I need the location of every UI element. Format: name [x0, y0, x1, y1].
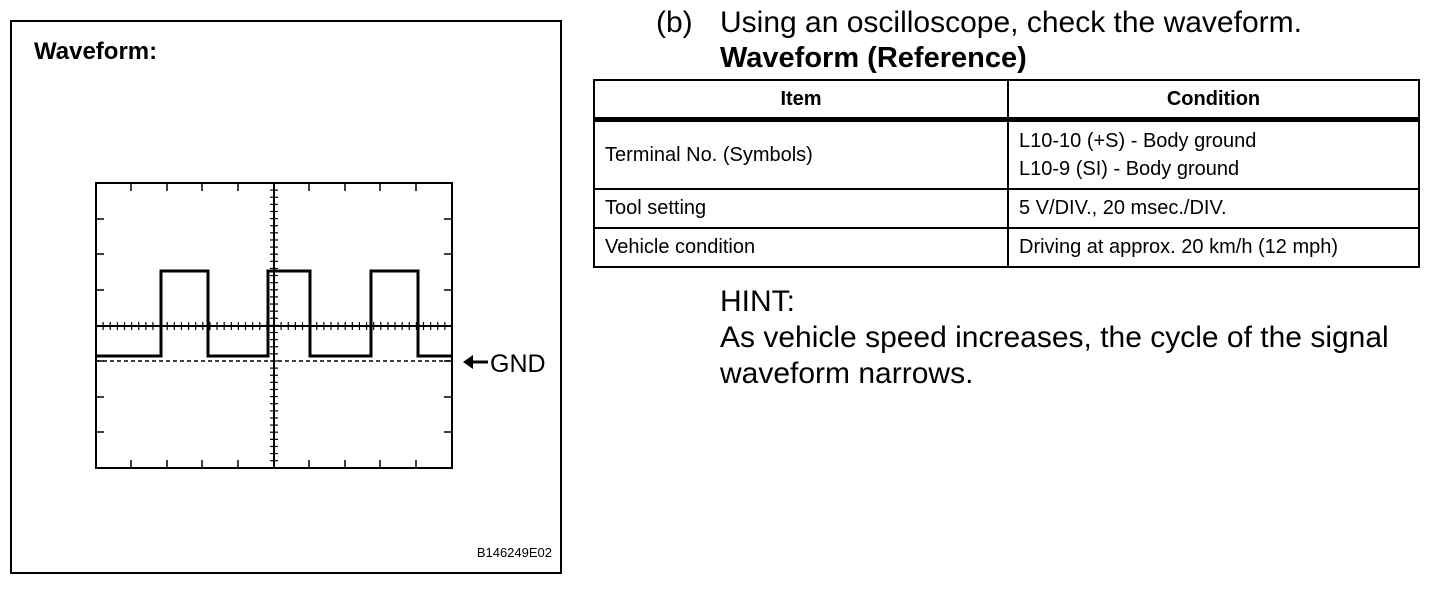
waveform-figure: Waveform: [10, 20, 562, 574]
square-wave-signal [96, 269, 452, 358]
figure-title: Waveform: [34, 38, 158, 65]
cell-condition: L10-10 (+S) - Body ground L10-9 (SI) - B… [1007, 117, 1420, 190]
step-text: Using an oscilloscope, check the wavefor… [720, 6, 1302, 39]
hint-text: As vehicle speed increases, the cycle of… [720, 321, 1389, 390]
cell-condition: 5 V/DIV., 20 msec./DIV. [1007, 188, 1420, 229]
scope-minor-ticks [102, 189, 446, 469]
cell-item: Vehicle condition [593, 227, 1009, 268]
cell-condition: Driving at approx. 20 km/h (12 mph) [1007, 227, 1420, 268]
table-row: Tool setting 5 V/DIV., 20 msec./DIV. [593, 188, 1420, 229]
cell-item: Tool setting [593, 188, 1009, 229]
scope-ticks [96, 183, 452, 468]
reference-title: Waveform (Reference) [720, 42, 1027, 74]
header-condition: Condition [1007, 79, 1420, 121]
table-header-row: Item Condition [593, 79, 1420, 121]
hint-label: HINT: [720, 285, 795, 318]
figure-code: B146249E02 [476, 545, 552, 560]
oscilloscope-waveform: GND [95, 182, 546, 469]
condition-line: L10-9 (SI) - Body ground [1019, 158, 1240, 180]
hint-block: HINT: As vehicle speed increases, the cy… [720, 284, 1420, 392]
table-row: Vehicle condition Driving at approx. 20 … [593, 227, 1420, 268]
header-item: Item [593, 79, 1009, 121]
waveform-spec-table: Item Condition Terminal No. (Symbols) L1… [593, 79, 1420, 268]
gnd-label: GND [490, 350, 546, 378]
gnd-arrow-icon [463, 355, 488, 369]
step-number: (b) [656, 6, 693, 39]
cell-item: Terminal No. (Symbols) [593, 117, 1009, 190]
table-row: Terminal No. (Symbols) L10-10 (+S) - Bod… [593, 117, 1420, 190]
condition-line: L10-10 (+S) - Body ground [1019, 130, 1257, 152]
